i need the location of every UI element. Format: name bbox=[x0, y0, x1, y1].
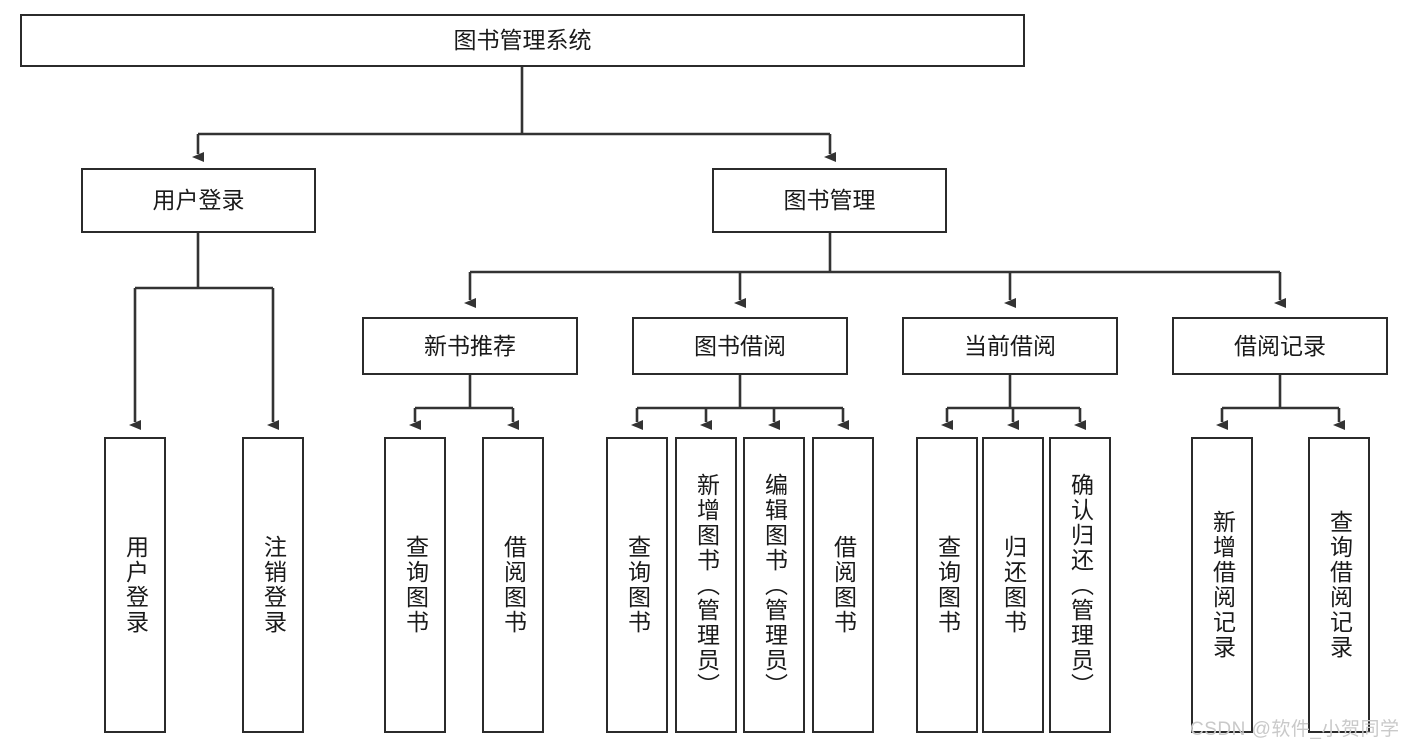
node-leaf-user-logout[interactable]: 注销登录 bbox=[242, 437, 304, 733]
node-leaf-query-book-1[interactable]: 查询图书 bbox=[384, 437, 446, 733]
node-book-borrow-label: 图书借阅 bbox=[694, 332, 786, 359]
node-leaf-edit-book[interactable]: 编辑图书（管理员） bbox=[743, 437, 805, 733]
node-leaf-query-record-label: 查询借阅记录 bbox=[1326, 510, 1353, 660]
node-leaf-user-logout-label: 注销登录 bbox=[260, 535, 287, 635]
node-current-borrow[interactable]: 当前借阅 bbox=[902, 317, 1118, 375]
node-leaf-query-book-3-label: 查询图书 bbox=[934, 535, 961, 635]
node-leaf-query-book-3[interactable]: 查询图书 bbox=[916, 437, 978, 733]
node-new-book-recommend-label: 新书推荐 bbox=[424, 332, 516, 359]
node-leaf-add-record-label: 新增借阅记录 bbox=[1209, 510, 1236, 660]
node-current-borrow-label: 当前借阅 bbox=[964, 332, 1056, 359]
node-leaf-query-book-1-label: 查询图书 bbox=[402, 535, 429, 635]
node-borrow-record-label: 借阅记录 bbox=[1234, 332, 1326, 359]
node-leaf-borrow-book-1-label: 借阅图书 bbox=[500, 535, 527, 635]
node-root-label: 图书管理系统 bbox=[453, 27, 592, 54]
node-leaf-add-book[interactable]: 新增图书（管理员） bbox=[675, 437, 737, 733]
node-book-manage[interactable]: 图书管理 bbox=[712, 168, 947, 233]
node-leaf-borrow-book-2-label: 借阅图书 bbox=[830, 535, 857, 635]
node-user-login-label: 用户登录 bbox=[152, 187, 245, 214]
node-leaf-user-login[interactable]: 用户登录 bbox=[104, 437, 166, 733]
node-user-login[interactable]: 用户登录 bbox=[81, 168, 316, 233]
node-leaf-add-record[interactable]: 新增借阅记录 bbox=[1191, 437, 1253, 733]
node-leaf-query-record[interactable]: 查询借阅记录 bbox=[1308, 437, 1370, 733]
node-leaf-query-book-2-label: 查询图书 bbox=[624, 535, 651, 635]
node-leaf-return-book[interactable]: 归还图书 bbox=[982, 437, 1044, 733]
node-leaf-borrow-book-1[interactable]: 借阅图书 bbox=[482, 437, 544, 733]
node-leaf-query-book-2[interactable]: 查询图书 bbox=[606, 437, 668, 733]
node-leaf-confirm-return-label: 确认归还（管理员） bbox=[1067, 472, 1094, 698]
node-new-book-recommend[interactable]: 新书推荐 bbox=[362, 317, 578, 375]
node-book-manage-label: 图书管理 bbox=[783, 187, 876, 214]
csdn-watermark: CSDN @软件_小贺同学 bbox=[1190, 719, 1400, 740]
node-root[interactable]: 图书管理系统 bbox=[20, 14, 1025, 67]
node-book-borrow[interactable]: 图书借阅 bbox=[632, 317, 848, 375]
node-leaf-edit-book-label: 编辑图书（管理员） bbox=[761, 472, 788, 698]
node-leaf-add-book-label: 新增图书（管理员） bbox=[693, 472, 720, 698]
node-leaf-borrow-book-2[interactable]: 借阅图书 bbox=[812, 437, 874, 733]
node-leaf-user-login-label: 用户登录 bbox=[122, 535, 149, 635]
node-leaf-return-book-label: 归还图书 bbox=[1000, 535, 1027, 635]
node-borrow-record[interactable]: 借阅记录 bbox=[1172, 317, 1388, 375]
node-leaf-confirm-return[interactable]: 确认归还（管理员） bbox=[1049, 437, 1111, 733]
